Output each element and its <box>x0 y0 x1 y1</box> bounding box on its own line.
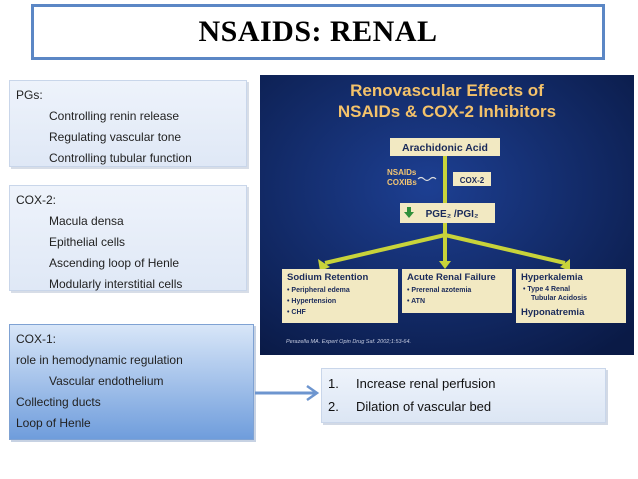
box-title: Acute Renal Failure <box>407 272 496 283</box>
cox1-line: role in hemodynamic regulation <box>16 353 183 367</box>
list-text: Dilation of vascular bed <box>356 399 492 414</box>
pgs-heading: PGs: <box>16 88 43 102</box>
pge-label: PGE₂ /PGI₂ <box>426 209 479 220</box>
arrowhead-icon <box>439 261 451 269</box>
box-item: • CHF <box>287 309 307 316</box>
cox2-item: Epithelial cells <box>49 235 126 249</box>
arachidonic-label: Arachidonic Acid <box>402 142 488 154</box>
cox2-item: Macula densa <box>49 214 124 228</box>
diagram-title-line2: NSAIDs & COX-2 Inhibitors <box>338 102 556 121</box>
cox2-heading: COX-2: <box>16 193 57 207</box>
slide-title-box: NSAIDS: RENAL <box>31 4 605 60</box>
sodium-retention-box <box>282 269 398 323</box>
arachidonic-box <box>390 138 500 156</box>
renovascular-effects-diagram: Renovascular Effects of NSAIDs & COX-2 I… <box>260 75 634 355</box>
box-item: • Prerenal azotemia <box>407 287 471 294</box>
cox2-box <box>453 172 491 186</box>
cox2-panel: COX-2: Macula densa Epithelial cells Asc… <box>9 185 247 291</box>
citation: Perazella MA. Expert Opin Drug Saf. 2002… <box>286 339 411 345</box>
box-title: Hyperkalemia <box>521 272 584 283</box>
pge-box <box>400 203 495 223</box>
cox2-item: Ascending loop of Henle <box>49 256 180 270</box>
box-item: Tubular Acidosis <box>531 295 587 302</box>
cox1-heading: COX-1: <box>16 332 57 346</box>
acute-renal-failure-box <box>402 269 512 313</box>
effects-list: 1. Increase renal perfusion 2. Dilation of… <box>321 368 606 423</box>
box-title: Hyponatremia <box>521 307 585 318</box>
cox1-line: Collecting ducts <box>16 395 101 409</box>
slide-title: NSAIDS: RENAL <box>198 15 438 48</box>
arrowhead-icon <box>560 259 570 271</box>
down-arrow-icon <box>404 207 414 218</box>
box-item: • ATN <box>407 298 425 305</box>
box-title: Sodium Retention <box>287 272 368 283</box>
effects-list-item: 1. Increase renal perfusion <box>328 372 599 395</box>
box-item: • Type 4 Renal <box>523 286 570 293</box>
inhibition-squiggle <box>417 176 437 182</box>
cox2-item: Modularly interstitial cells <box>49 277 183 291</box>
list-number: 1. <box>328 376 339 391</box>
pgs-item: Controlling tubular function <box>49 151 192 165</box>
coxibs-label: COXIBs <box>387 178 417 187</box>
connector-arrow-icon <box>255 384 320 402</box>
pgs-item: Controlling renin release <box>49 109 180 123</box>
pgs-panel: PGs: Controlling renin release Regulatin… <box>9 80 247 167</box>
nsaids-label: NSAIDs <box>387 168 417 177</box>
cox1-panel: COX-1: role in hemodynamic regulation Va… <box>9 324 254 440</box>
cox1-indented-line: Vascular endothelium <box>49 374 164 388</box>
pgs-item: Regulating vascular tone <box>49 130 182 144</box>
diagram-title-line1: Renovascular Effects of <box>350 81 544 100</box>
right-branch-arrow <box>444 233 566 265</box>
arrowhead-icon <box>318 259 330 271</box>
cox2-box-label: COX-2 <box>460 176 485 185</box>
cox1-line: Loop of Henle <box>16 416 91 430</box>
list-number: 2. <box>328 399 339 414</box>
hyperkalemia-box <box>516 269 626 323</box>
box-item: • Hypertension <box>287 298 336 305</box>
list-text: Increase renal perfusion <box>356 376 496 391</box>
left-branch-arrow <box>324 233 446 265</box>
box-item: • Peripheral edema <box>287 287 350 294</box>
effects-list-item: 2. Dilation of vascular bed <box>328 395 599 418</box>
